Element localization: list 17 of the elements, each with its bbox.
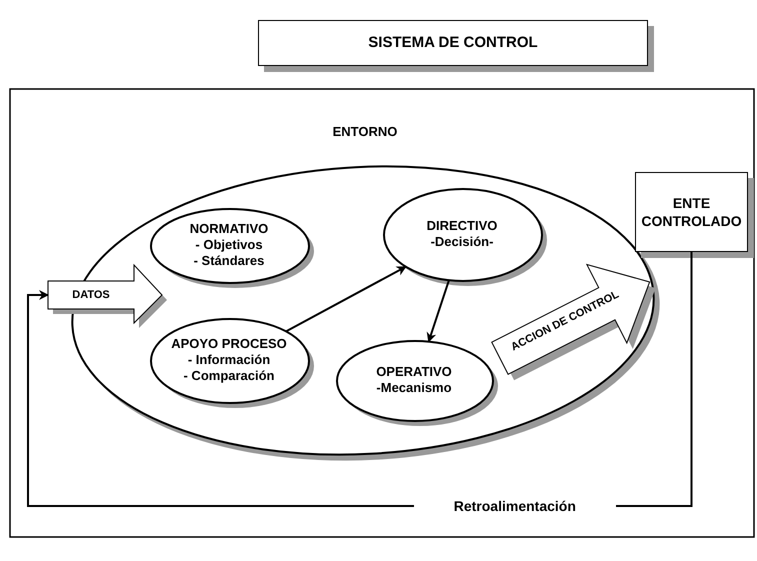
title: SISTEMA DE CONTROL [368, 35, 538, 51]
node-text: - Comparación [183, 368, 274, 384]
node-title: NORMATIVO [190, 221, 268, 237]
node-text: - Objetivos [195, 237, 263, 253]
node-title: APOYO PROCESO [171, 336, 287, 352]
node-text: -Mecanismo [376, 380, 452, 396]
node-title: DATOS [72, 288, 110, 303]
heading: ENTORNO [332, 124, 398, 140]
arrow [426, 280, 450, 343]
node-title: OPERATIVO [376, 364, 452, 380]
node-text: - Información [188, 352, 270, 368]
node-title: ENTE CONTROLADO [640, 194, 743, 230]
node-text: - Stándares [194, 253, 264, 269]
node-title: DIRECTIVO [426, 218, 498, 234]
edge-label: Retroalimentación [414, 498, 616, 514]
arrow [286, 266, 407, 332]
node-text: -Decisión- [430, 234, 494, 250]
